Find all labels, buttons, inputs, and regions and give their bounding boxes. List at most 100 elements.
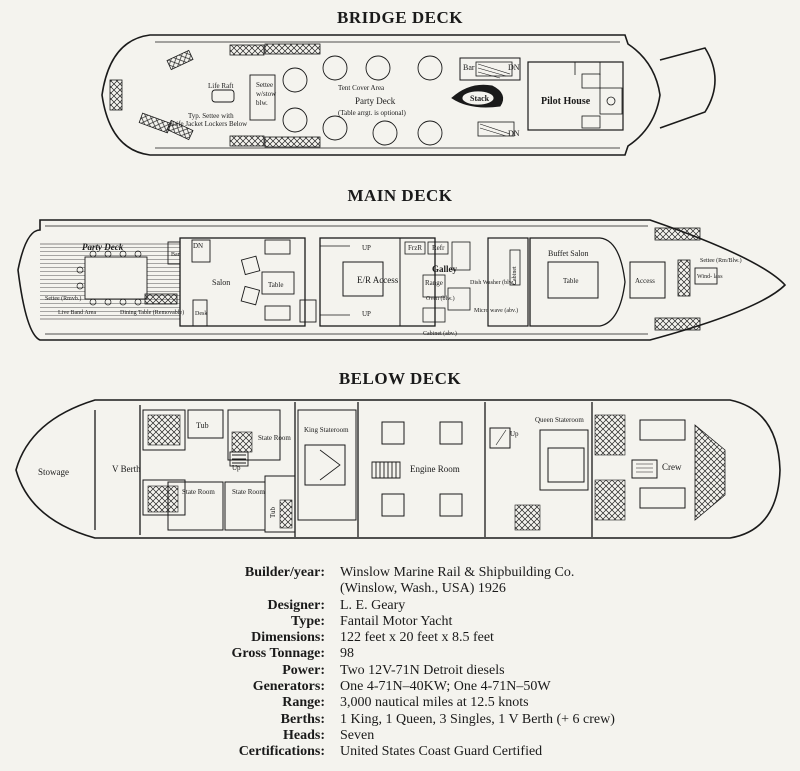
main-party-deck-label: Party Deck <box>82 242 124 252</box>
tub-top-label: Tub <box>196 421 209 430</box>
main-deck-labels: Party Deck Bar DN Salon Table Desk UP UP… <box>45 242 742 337</box>
life-raft-label: Life Raft <box>208 82 234 90</box>
microwave-label: Micro wave (abv.) <box>474 307 518 314</box>
below-deck-labels: Stowage V Berth Tub State Room Up State … <box>38 416 682 518</box>
state-room-bottom-mid-label: State Room <box>232 488 265 496</box>
spec-label <box>150 581 340 597</box>
windlass-label: Wind- lass <box>697 274 723 280</box>
up-label-bottom: UP <box>362 310 371 318</box>
settee-fwd-label: Settee (Rm/Blw.) <box>700 257 742 264</box>
spec-label: Dimensions: <box>251 630 325 646</box>
spec-row: Range: 3,000 nautical miles at 12.5 knots <box>150 695 790 711</box>
spec-value: Two 12V-71N Detroit diesels <box>340 662 505 678</box>
bridge-deck-plan <box>101 34 716 156</box>
main-bar-label: Bar <box>171 252 180 258</box>
spec-label: Berths: <box>280 711 325 727</box>
spec-row: Generators: One 4-71N–40KW; One 4-71N–50W <box>150 679 790 695</box>
spec-row: Type: Fantail Motor Yacht <box>150 614 790 630</box>
stack-label: Stack <box>470 94 490 103</box>
spec-label: Range: <box>282 695 325 711</box>
main-deck-title: MAIN DECK <box>347 186 453 205</box>
spec-value: 3,000 nautical miles at 12.5 knots <box>340 695 529 711</box>
desk-label: Desk <box>195 311 207 317</box>
spec-row: Berths: 1 King, 1 Queen, 3 Singles, 1 V B… <box>150 712 790 728</box>
v-berth-label: V Berth <box>112 464 141 474</box>
bridge-mast-shape <box>659 47 716 129</box>
bridge-bar-label: Bar <box>463 63 475 72</box>
spec-value: 1 King, 1 Queen, 3 Singles, 1 V Berth (+… <box>340 711 615 727</box>
er-access-label: E/R Access <box>357 275 399 285</box>
main-hull-outline <box>17 219 787 341</box>
settee-stow-label-2: w/stow <box>256 90 277 98</box>
queen-stateroom-label: Queen Stateroom <box>535 416 584 424</box>
galley-label: Galley <box>432 264 457 274</box>
range-label: Range <box>425 279 443 287</box>
spec-row: Dimensions: 122 feet x 20 feet x 8.5 feet <box>150 630 790 646</box>
buffet-salon-label: Buffet Salon <box>548 249 589 258</box>
bridge-hull-outline <box>101 34 661 156</box>
spec-value: Seven <box>340 727 375 743</box>
spec-row: Builder/year:Winslow Marine Rail & Shipb… <box>150 565 790 581</box>
up-label-top: UP <box>362 244 371 252</box>
cabinet-abv-label: Cabinet (abv.) <box>423 330 457 337</box>
below-deck-title: BELOW DECK <box>338 369 462 388</box>
pilot-house-label: Pilot House <box>541 96 591 107</box>
spec-row: Gross Tonnage: 98 <box>150 646 790 662</box>
frzr-label: FrzR <box>408 244 422 252</box>
access-label: Access <box>635 277 655 285</box>
spec-label: Gross Tonnage: <box>231 646 326 662</box>
spec-row: Power: Two 12V-71N Detroit diesels <box>150 663 790 679</box>
deck-plans-drawing: Bar DN DN Stack Pilot House Tent Cover A… <box>15 34 787 539</box>
dining-table-label: Dining Table (Removable) <box>120 309 184 316</box>
below-deck-plan <box>15 399 781 539</box>
spec-value: 122 feet x 20 feet x 8.5 feet <box>340 630 494 646</box>
spec-row: Heads: Seven <box>150 728 790 744</box>
cabinet-label: Cabinet <box>512 266 518 285</box>
spec-label: Heads: <box>283 727 325 743</box>
spec-label: Type: <box>291 613 325 629</box>
settee-stow-label-3: blw. <box>256 99 268 107</box>
specifications-table: Builder/year:Winslow Marine Rail & Shipb… <box>150 565 790 761</box>
refr-label: Refr <box>432 244 445 252</box>
bridge-deck-labels: Bar DN DN Stack Pilot House Tent Cover A… <box>172 63 591 138</box>
spec-value: United States Coast Guard Certified <box>340 744 543 760</box>
spec-row: Designer: L. E. Geary <box>150 598 790 614</box>
engine-room-label: Engine Room <box>410 464 460 474</box>
buffet-table-label: Table <box>563 277 578 285</box>
main-dn-label: DN <box>193 242 203 250</box>
spec-value: Fantail Motor Yacht <box>340 613 453 629</box>
spec-value: L. E. Geary <box>340 597 406 613</box>
salon-table-label: Table <box>268 281 283 289</box>
settee-aft-label: Settee (Rmvb.) <box>45 295 81 302</box>
salon-label: Salon <box>212 278 230 287</box>
below-hull-outline <box>15 399 781 539</box>
stowage-label: Stowage <box>38 467 69 477</box>
spec-row: Certifications: United States Coast Guard… <box>150 744 790 760</box>
spec-label: Certifications: <box>238 744 325 760</box>
state-room-bottom-left-label: State Room <box>182 488 215 496</box>
bridge-dn-label-top: DN <box>508 63 520 72</box>
king-stateroom-label: King Stateroom <box>304 426 349 434</box>
settee-stow-label-1: Settee <box>256 81 273 89</box>
table-note-label: (Table arrgt. is optional) <box>338 109 406 117</box>
spec-row: (Winslow, Wash., USA) 1926 <box>150 581 790 597</box>
up-right-label: Up <box>510 430 519 438</box>
spec-value: (Winslow, Wash., USA) 1926 <box>340 581 506 597</box>
bridge-party-deck-label: Party Deck <box>355 96 396 106</box>
crew-label: Crew <box>662 462 682 472</box>
state-room-top-label: State Room <box>258 434 291 442</box>
dish-washer-label: Dish Washer (blw.) <box>470 279 516 286</box>
spec-value: One 4-71N–40KW; One 4-71N–50W <box>340 679 551 695</box>
bridge-deck-title: BRIDGE DECK <box>337 8 463 27</box>
tent-cover-label: Tent Cover Area <box>338 84 385 92</box>
spec-value: 98 <box>340 646 354 662</box>
spec-label: Generators: <box>252 679 325 695</box>
spec-label: Power: <box>282 662 325 678</box>
up-below-label: Up <box>232 464 241 472</box>
spec-label: Builder/year: <box>244 565 325 580</box>
bridge-dn-label-bottom: DN <box>508 129 520 138</box>
live-band-label: Live Band Area <box>58 310 96 316</box>
spec-label: Designer: <box>267 597 325 613</box>
oven-label: Oven (blw.) <box>426 295 455 302</box>
life-jacket-label: Life Jacket Lockers Below <box>172 120 248 128</box>
